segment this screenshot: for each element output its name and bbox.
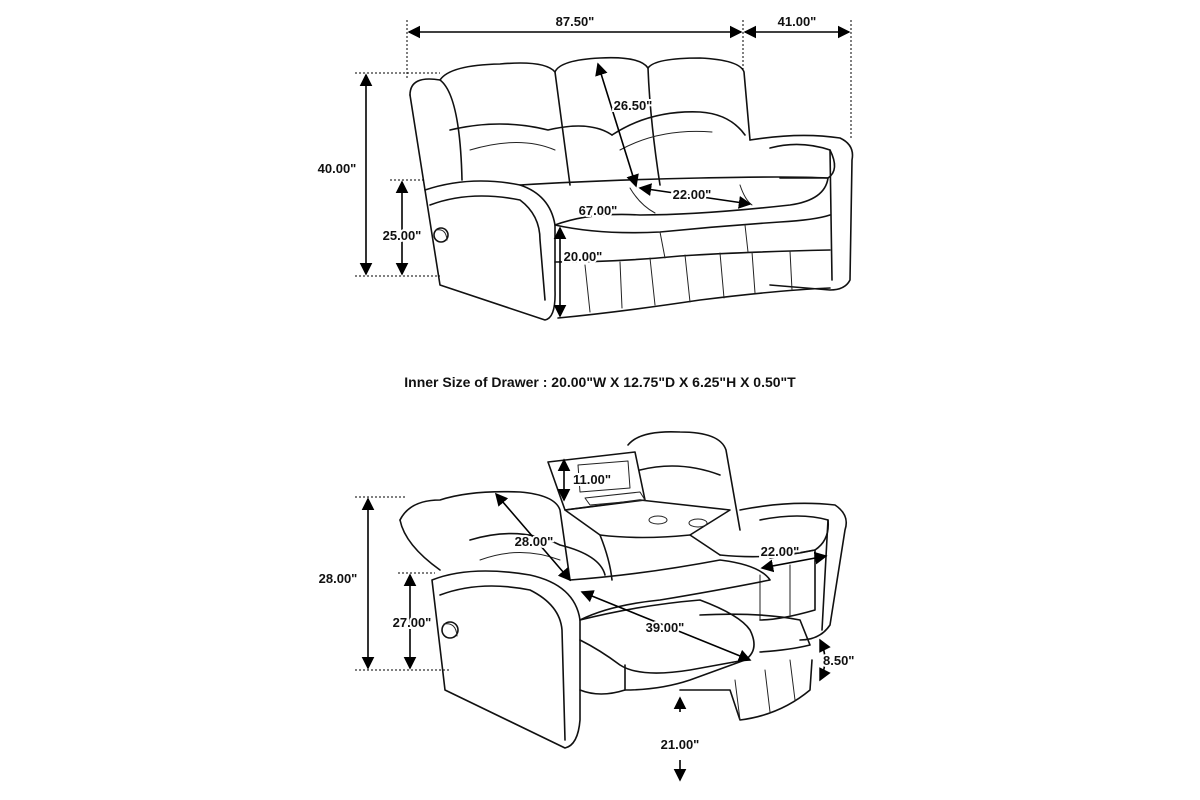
seat-depth-label: 22.00" [673,187,712,202]
bottom-dimension-lines [355,458,831,782]
sofa-front-view [409,56,854,321]
console-height-label: 11.00" [573,472,611,487]
height-label: 40.00" [318,161,357,176]
bottom-dimension-labels: 11.00" 28.00" 22.00" 28.00" 27.00" 39.00… [319,470,857,752]
footrest-height-label: 8.50" [823,653,854,668]
seat-depth-label: 22.00" [761,544,800,559]
height-label: 28.00" [319,571,358,586]
seat-width-label: 67.00" [579,203,618,218]
arm-height-label: 25.00" [383,228,422,243]
arm-height-label: 27.00" [393,615,432,630]
depth-label: 41.00" [778,14,817,29]
back-height-label: 28.00" [515,534,554,549]
top-dimension-labels: 87.50" 41.00" 40.00" 25.00" 26.50" 22.00… [318,14,817,266]
floor-clearance-label: 21.00" [661,737,700,752]
seat-height-label: 20.00" [564,249,603,264]
reclined-length-label: 39.00" [646,620,685,635]
width-label: 87.50" [556,14,595,29]
top-dimension-lines [355,20,852,318]
back-height-label: 26.50" [614,98,653,113]
drawer-size-note: Inner Size of Drawer : 20.00"W X 12.75"D… [404,374,796,390]
sofa-reclined-view [399,430,848,749]
